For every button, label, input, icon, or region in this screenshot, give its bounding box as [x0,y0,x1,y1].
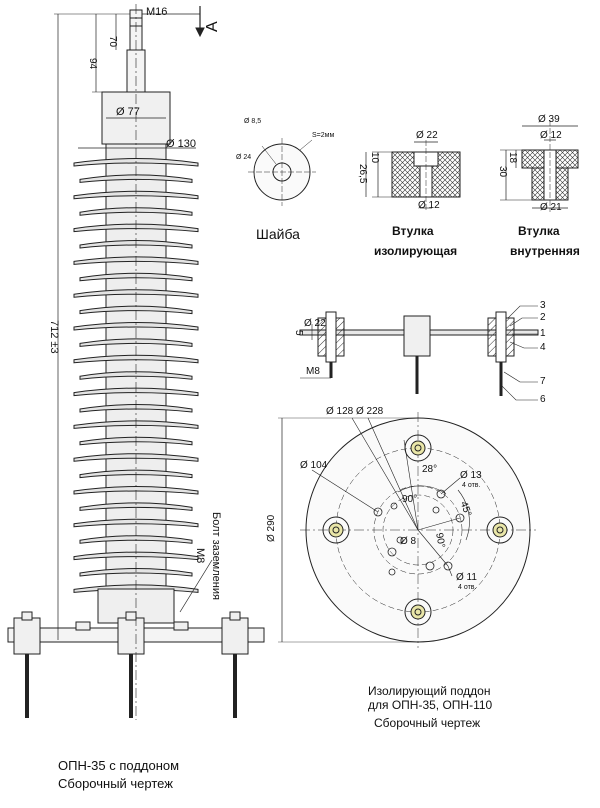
ins-bushing-dia-top: Ø 22 [416,130,438,141]
dia-128-label: Ø 128 [326,406,354,417]
ins-bushing-title-1: Втулка [392,224,434,238]
insulating-bushing-drawing [365,140,461,212]
ins-bushing-dia-bottom: Ø 12 [418,200,440,211]
inner-bushing-dia-top: Ø 39 [538,114,560,125]
inner-bushing-drawing [500,120,579,212]
shed [79,502,193,511]
grounding-bolt-label: Болт заземления [210,512,222,600]
callout-7: 7 [540,376,546,387]
dim-94-label: 94 [87,58,98,70]
shed [73,190,199,200]
base-feet [13,611,249,718]
washer-drawing [248,138,316,206]
small-holes [373,489,465,576]
hole-13-count: 4 отв. [462,482,481,489]
ins-bushing-h-inner: 10 [369,152,380,164]
dim-70-label: 70 [107,36,118,48]
hole-8-label: Ø 8 [400,536,417,547]
inner-bushing-dia-mid: Ø 12 [540,130,562,141]
inner-bushing-h-inner: 18 [507,152,518,164]
plate-caption-3: Сборочный чертеж [374,716,481,730]
dia-130-label: Ø 130 [166,138,196,150]
thread-label: M16 [146,6,168,18]
plate-caption-2: для ОПН-35, ОПН-110 [368,698,493,712]
arrester-caption-2: Сборочный чертеж [58,776,173,791]
dia-290-label: Ø 290 [266,514,277,542]
base-plate-plan-drawing [278,412,536,648]
shed [79,371,193,380]
dia-104-label: Ø 104 [300,460,328,471]
section-bolt-label: М8 [306,366,320,377]
shed [73,518,199,528]
washer-dia-outer: Ø 24 [236,154,252,161]
shed [79,174,193,183]
section-h-label: 5 [293,330,304,336]
inner-bushing-title-1: Втулка [518,224,560,238]
section-view-drawing [299,305,539,401]
angle-90-label-a: 90° [402,494,418,505]
callout-1: 1 [540,328,546,339]
bolt-size-label: М8 [194,548,206,564]
callout-3: 3 [540,300,546,311]
angle-90-label-b: 90° [433,532,447,549]
inner-bushing-dia-bottom: Ø 21 [540,202,562,213]
mounting-holes [322,434,514,626]
ins-bushing-title-2: изолирующая [374,244,458,258]
hole-13-label: Ø 13 [460,470,482,481]
height-712-label: 712 ±3 [48,320,60,354]
callout-6: 6 [540,394,546,405]
ins-bushing-h-total: 26,5 [357,164,368,184]
washer-thickness: S=2мм [312,132,335,139]
shed [79,305,193,315]
hole-11-count: 4 отв. [458,584,477,591]
hole-11-label: Ø 11 [456,572,477,583]
shed [79,568,193,577]
plate-caption-1: Изолирующий поддон [368,684,491,698]
callout-4: 4 [540,342,546,353]
arrester-drawing [7,4,265,720]
dia-77-label: Ø 77 [116,106,140,118]
arrester-caption-1: ОПН-35 с поддоном [58,758,180,773]
shed [73,322,199,331]
inner-bushing-title-2: внутренняя [510,244,580,258]
washer-dia-inner: Ø 8,5 [244,118,262,125]
callout-2: 2 [540,312,546,323]
angle-28-label: 28° [422,464,438,475]
section-dia-label: Ø 22 [304,318,326,329]
dia-228-label: Ø 228 [356,406,384,417]
view-mark-label: А [204,21,221,32]
washer-title: Шайба [256,226,300,242]
inner-bushing-h-total: 30 [497,166,508,178]
shed [73,551,199,561]
